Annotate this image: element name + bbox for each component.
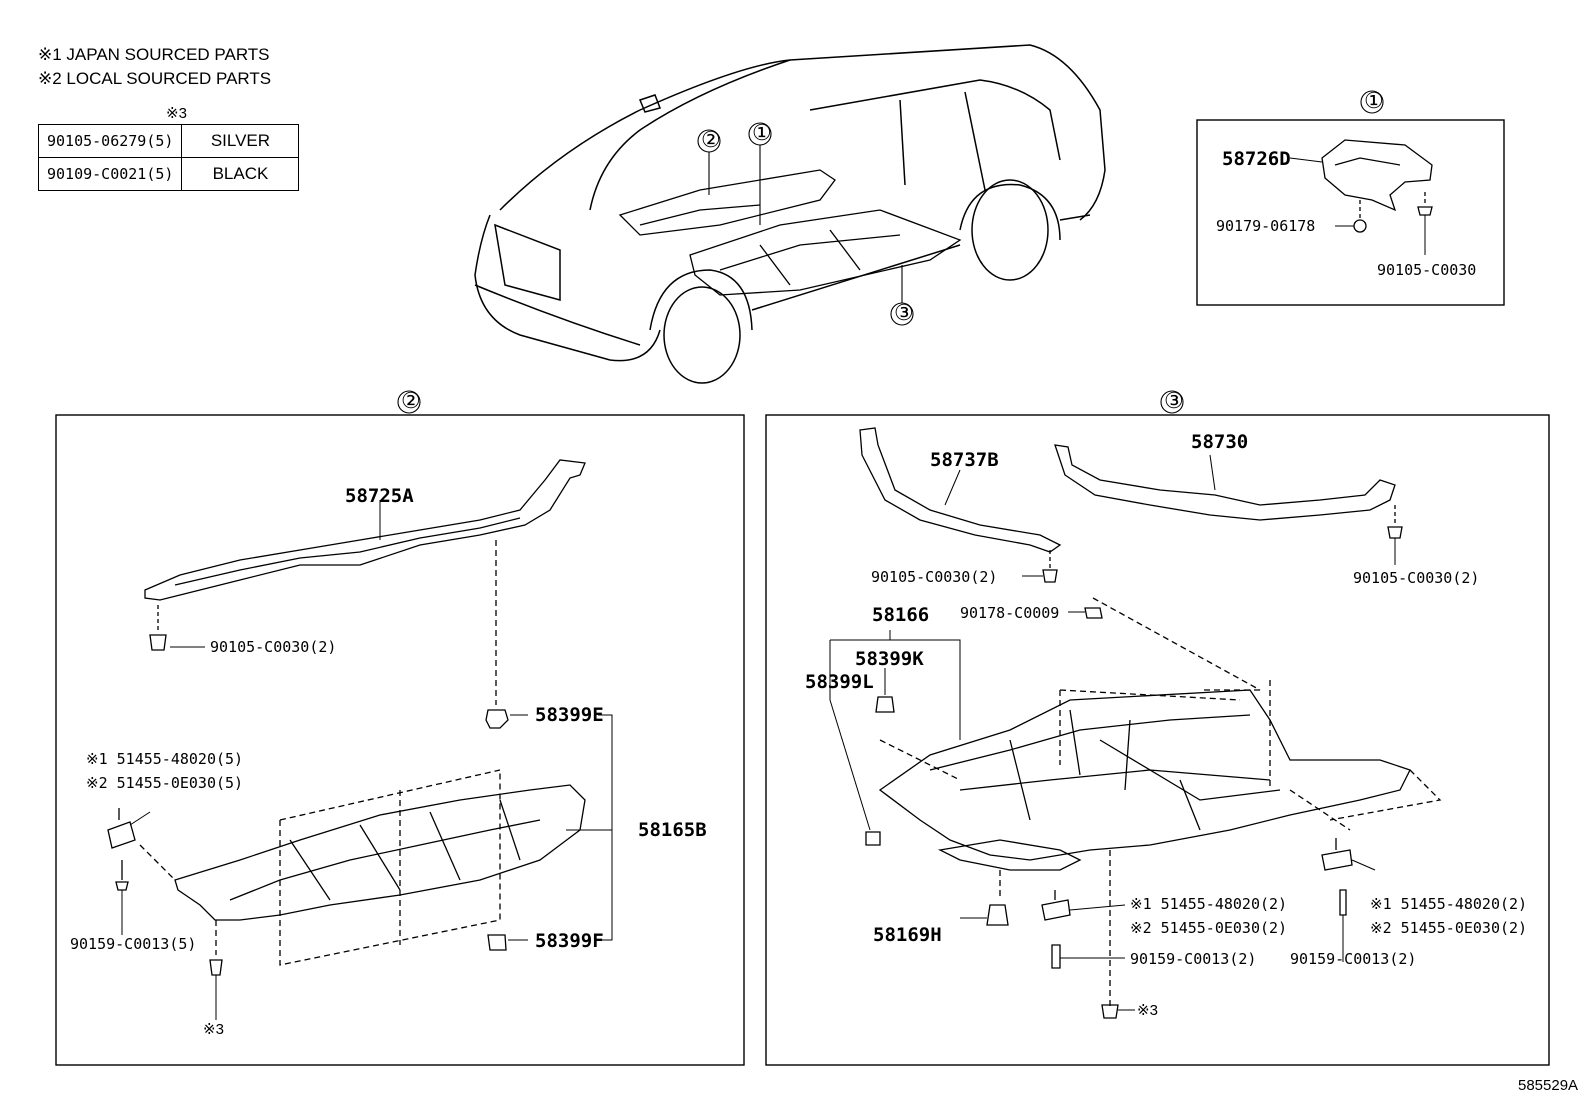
part-90159-c0013-label: 90159-C0013(2) [1290,950,1417,968]
part-58166-shape [878,689,1411,861]
color-table-row: 90105-06279(5) SILVER [37,124,300,158]
part-90159-c0013-label: 90159-C0013(2) [1130,950,1257,968]
color-table-part: 90105-06279(5) [37,124,183,158]
part-58725a-label: 58725A [345,485,414,507]
part-58725a-shape [144,459,586,601]
color-table-part: 90109-C0021(5) [37,157,183,191]
section2-frame [55,414,745,1066]
detail1-heading-circle [1360,90,1384,114]
part-90179-06178-label: 90179-06178 [1216,217,1316,235]
detail1-heading: ① [1364,88,1384,113]
part-58737b-shape [859,427,1062,553]
part-58399e-label: 58399E [535,704,604,726]
color-table: 90105-06279(5) SILVER 90109-C0021(5) BLA… [37,124,300,191]
section3-heading-circle [1160,390,1184,414]
part-58165b-label: 58165B [638,819,707,841]
detail1-frame [1196,119,1505,306]
vehicle-callout-2: ② [701,127,721,152]
vehicle-callout-3: ③ [894,300,914,325]
part-58730-shape [1054,444,1396,521]
vehicle-outline [474,44,1106,384]
part-58399l-label: 58399L [805,671,874,693]
part-58166-label: 58166 [872,604,930,626]
detail1-art [1289,139,1433,255]
figure-id: 585529A [1518,1077,1579,1094]
part-51455-48020-label: ※1 51455-48020(5) [86,750,244,768]
note-japan-sourced: ※1 JAPAN SOURCED PARTS [38,45,270,64]
part-58165b-shape [174,784,586,921]
section2-heading-circle [397,390,421,414]
vehicle-callout-1: ① [752,120,772,145]
part-51455-0e030-label: ※2 51455-0E030(2) [1370,919,1528,937]
section2-heading: ② [401,388,421,413]
part-51455-48020-label: ※1 51455-48020(2) [1130,895,1288,913]
part-90178-c0009-label: 90178-C0009 [960,604,1060,622]
part-51455-0e030-label: ※2 51455-0E030(5) [86,774,244,792]
part-51455-0e030-label: ※2 51455-0E030(2) [1130,919,1288,937]
part-58737b-label: 58737B [930,449,999,471]
color-table-row: 90109-C0021(5) BLACK [37,157,300,191]
vehicle-underbody-panels [618,169,962,296]
ref-3-label: ※3 [203,1021,224,1038]
color-table-color: BLACK [181,157,300,191]
part-58730-label: 58730 [1191,431,1249,453]
section3-art [829,427,1442,1019]
part-51455-48020-label: ※1 51455-48020(2) [1370,895,1528,913]
color-table-color: SILVER [181,124,300,158]
vehicle-callout-leaders [697,122,914,326]
part-90105-c0030-label: 90105-C0030 [1377,261,1477,279]
section3-heading: ③ [1164,388,1184,413]
part-90105-c0030-label: 90105-C0030(2) [1353,569,1480,587]
part-90105-c0030-label: 90105-C0030(2) [210,638,337,656]
part-90159-c0013-label: 90159-C0013(5) [70,935,197,953]
part-58399f-label: 58399F [535,930,604,952]
note-local-sourced: ※2 LOCAL SOURCED PARTS [38,69,272,88]
part-58169h-label: 58169H [873,924,942,946]
ref-3-label: ※3 [1137,1002,1158,1019]
section3-frame [765,414,1550,1066]
section2-art [107,459,613,1020]
part-58399k-label: 58399K [855,648,924,670]
color-table-title: ※3 [166,105,187,122]
part-90105-c0030-label: 90105-C0030(2) [871,568,998,586]
part-58726d-label: 58726D [1222,148,1291,170]
